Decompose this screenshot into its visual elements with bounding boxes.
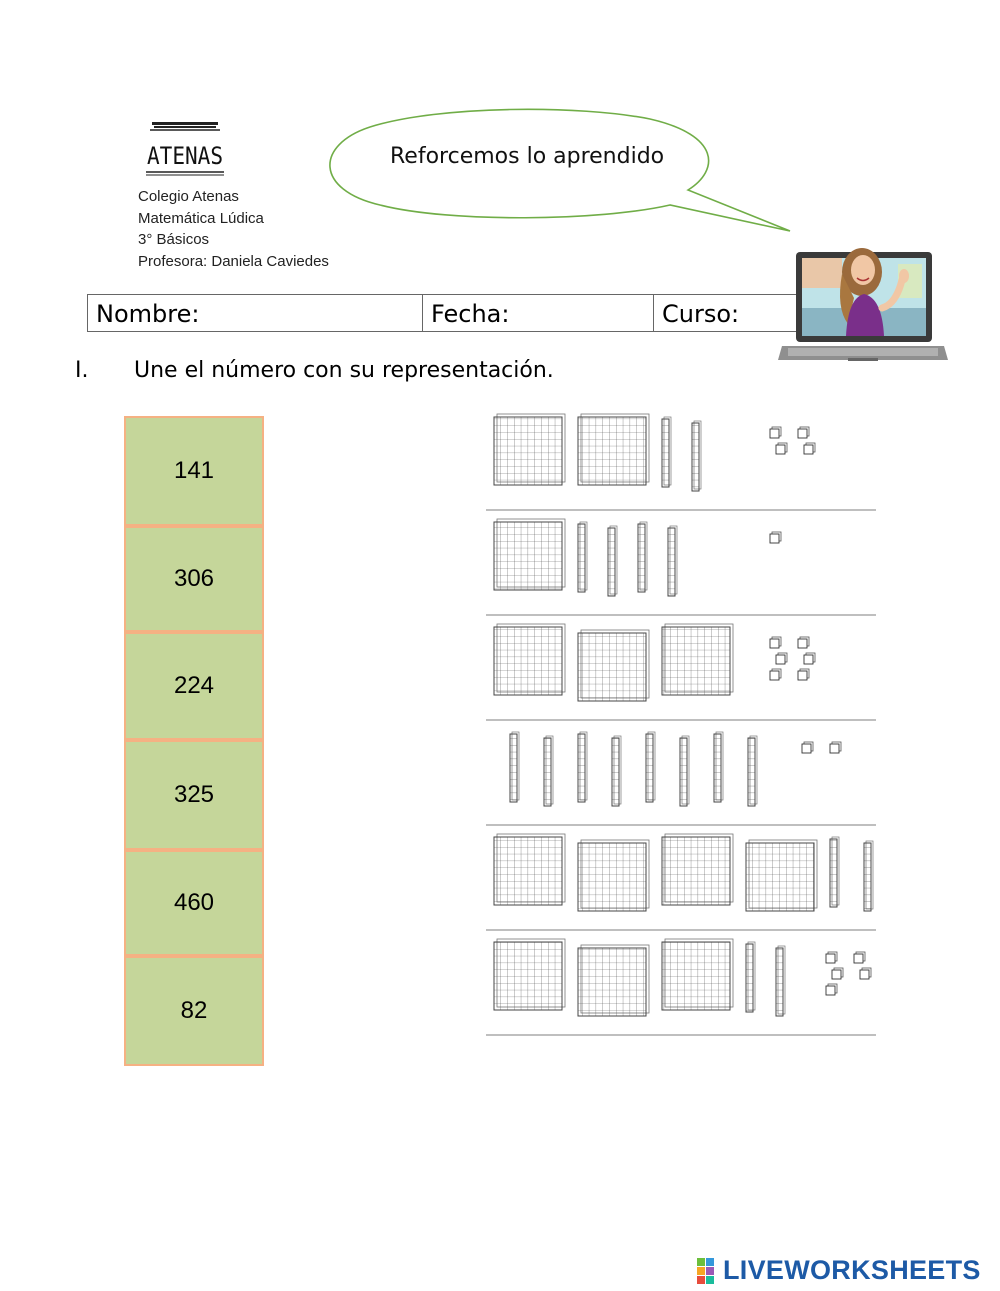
hundred-flat (493, 623, 566, 696)
liveworksheets-footer[interactable]: LIVEWORKSHEETS (697, 1255, 981, 1286)
unit-cube (775, 652, 788, 665)
ten-rod (679, 735, 690, 807)
hundred-flat (493, 413, 566, 486)
teacher-laptop-illustration (778, 248, 948, 361)
hundred-flat (577, 413, 650, 486)
representation-row[interactable] (486, 833, 880, 931)
unit-cube (853, 951, 866, 964)
bubble-text: Reforcemos lo aprendido (390, 144, 665, 169)
school-name: Colegio Atenas (138, 188, 239, 205)
unit-cube (829, 741, 842, 754)
name-label: Nombre: (96, 300, 200, 328)
ten-rod (691, 420, 702, 492)
ten-rod (713, 731, 724, 803)
number-box[interactable]: 141 (124, 416, 264, 526)
hundred-flat (493, 833, 566, 906)
unit-cube (769, 426, 782, 439)
ten-rod (509, 731, 520, 803)
unit-cube (803, 652, 816, 665)
ten-rod (745, 941, 756, 1013)
ten-rod (543, 735, 554, 807)
ten-rod (661, 416, 672, 488)
ten-rod (645, 731, 656, 803)
ten-rod (577, 521, 588, 593)
number-value: 141 (173, 457, 215, 484)
unit-cube (831, 967, 844, 980)
hundred-flat (577, 944, 650, 1017)
number-box[interactable]: 325 (124, 740, 264, 850)
number-value: 224 (173, 672, 215, 699)
representation-row[interactable] (486, 413, 876, 511)
unit-cube (825, 951, 838, 964)
ten-rod (577, 731, 588, 803)
hundred-flat (661, 623, 734, 696)
subject-name: Matemática Lúdica (138, 209, 264, 227)
ten-rod (829, 836, 840, 908)
unit-cube (803, 442, 816, 455)
unit-cube (797, 668, 810, 681)
number-box[interactable]: 306 (124, 526, 264, 632)
representation-row[interactable] (486, 731, 876, 826)
ten-rod (667, 525, 678, 597)
unit-cube (801, 741, 814, 754)
number-value: 306 (173, 565, 215, 592)
hundred-flat (493, 518, 566, 591)
hundred-flat (577, 629, 650, 702)
liveworksheets-logo-icon (697, 1257, 714, 1284)
ten-rod (611, 735, 622, 807)
hundred-flat (493, 938, 566, 1011)
hundred-flat (577, 839, 650, 912)
grade-label: 3° Básicos (138, 231, 210, 248)
ten-rod (863, 840, 874, 912)
numbers-column: 141 306 224 325 460 82 (124, 416, 264, 1066)
unit-cube (797, 636, 810, 649)
number-value: 460 (173, 889, 215, 916)
unit-cube (825, 983, 838, 996)
representation-row[interactable] (486, 518, 876, 616)
course-label: Curso: (662, 300, 740, 328)
date-field[interactable]: Fecha: (423, 295, 654, 331)
number-box[interactable]: 460 (124, 850, 264, 956)
liveworksheets-brand: LIVEWORKSHEETS (723, 1255, 981, 1285)
representation-row[interactable] (486, 623, 876, 721)
unit-cube (859, 967, 872, 980)
number-value: 325 (173, 781, 215, 808)
hundred-flat (745, 839, 818, 912)
teacher-name: Profesora: Daniela Caviedes (138, 252, 329, 270)
ten-rod (775, 945, 786, 1017)
atenas-logo: ATENAS (146, 122, 224, 176)
unit-cube (769, 668, 782, 681)
unit-cube (775, 442, 788, 455)
unit-cube (769, 636, 782, 649)
hundred-flat (661, 833, 734, 906)
date-label: Fecha: (431, 300, 510, 328)
unit-cube (769, 531, 782, 544)
representation-row[interactable] (486, 938, 876, 1036)
instruction-text: Une el número con su representación. (134, 358, 554, 383)
number-box[interactable]: 82 (124, 956, 264, 1066)
section-numeral: I. (75, 358, 89, 383)
name-field[interactable]: Nombre: (88, 295, 423, 331)
speech-bubble (329, 108, 791, 232)
ten-rod (607, 525, 618, 597)
svg-text:ATENAS: ATENAS (147, 142, 223, 170)
number-box[interactable]: 224 (124, 632, 264, 740)
course-field[interactable]: Curso: (654, 295, 818, 331)
ten-rod (747, 735, 758, 807)
hundred-flat (661, 938, 734, 1011)
base-ten-representations (486, 413, 880, 1036)
student-fields: Nombre: Fecha: Curso: (87, 294, 819, 332)
school-info: Colegio Atenas Matemática Lúdica 3° Bási… (138, 186, 329, 272)
unit-cube (797, 426, 810, 439)
ten-rod (637, 521, 648, 593)
number-value: 82 (180, 997, 208, 1024)
